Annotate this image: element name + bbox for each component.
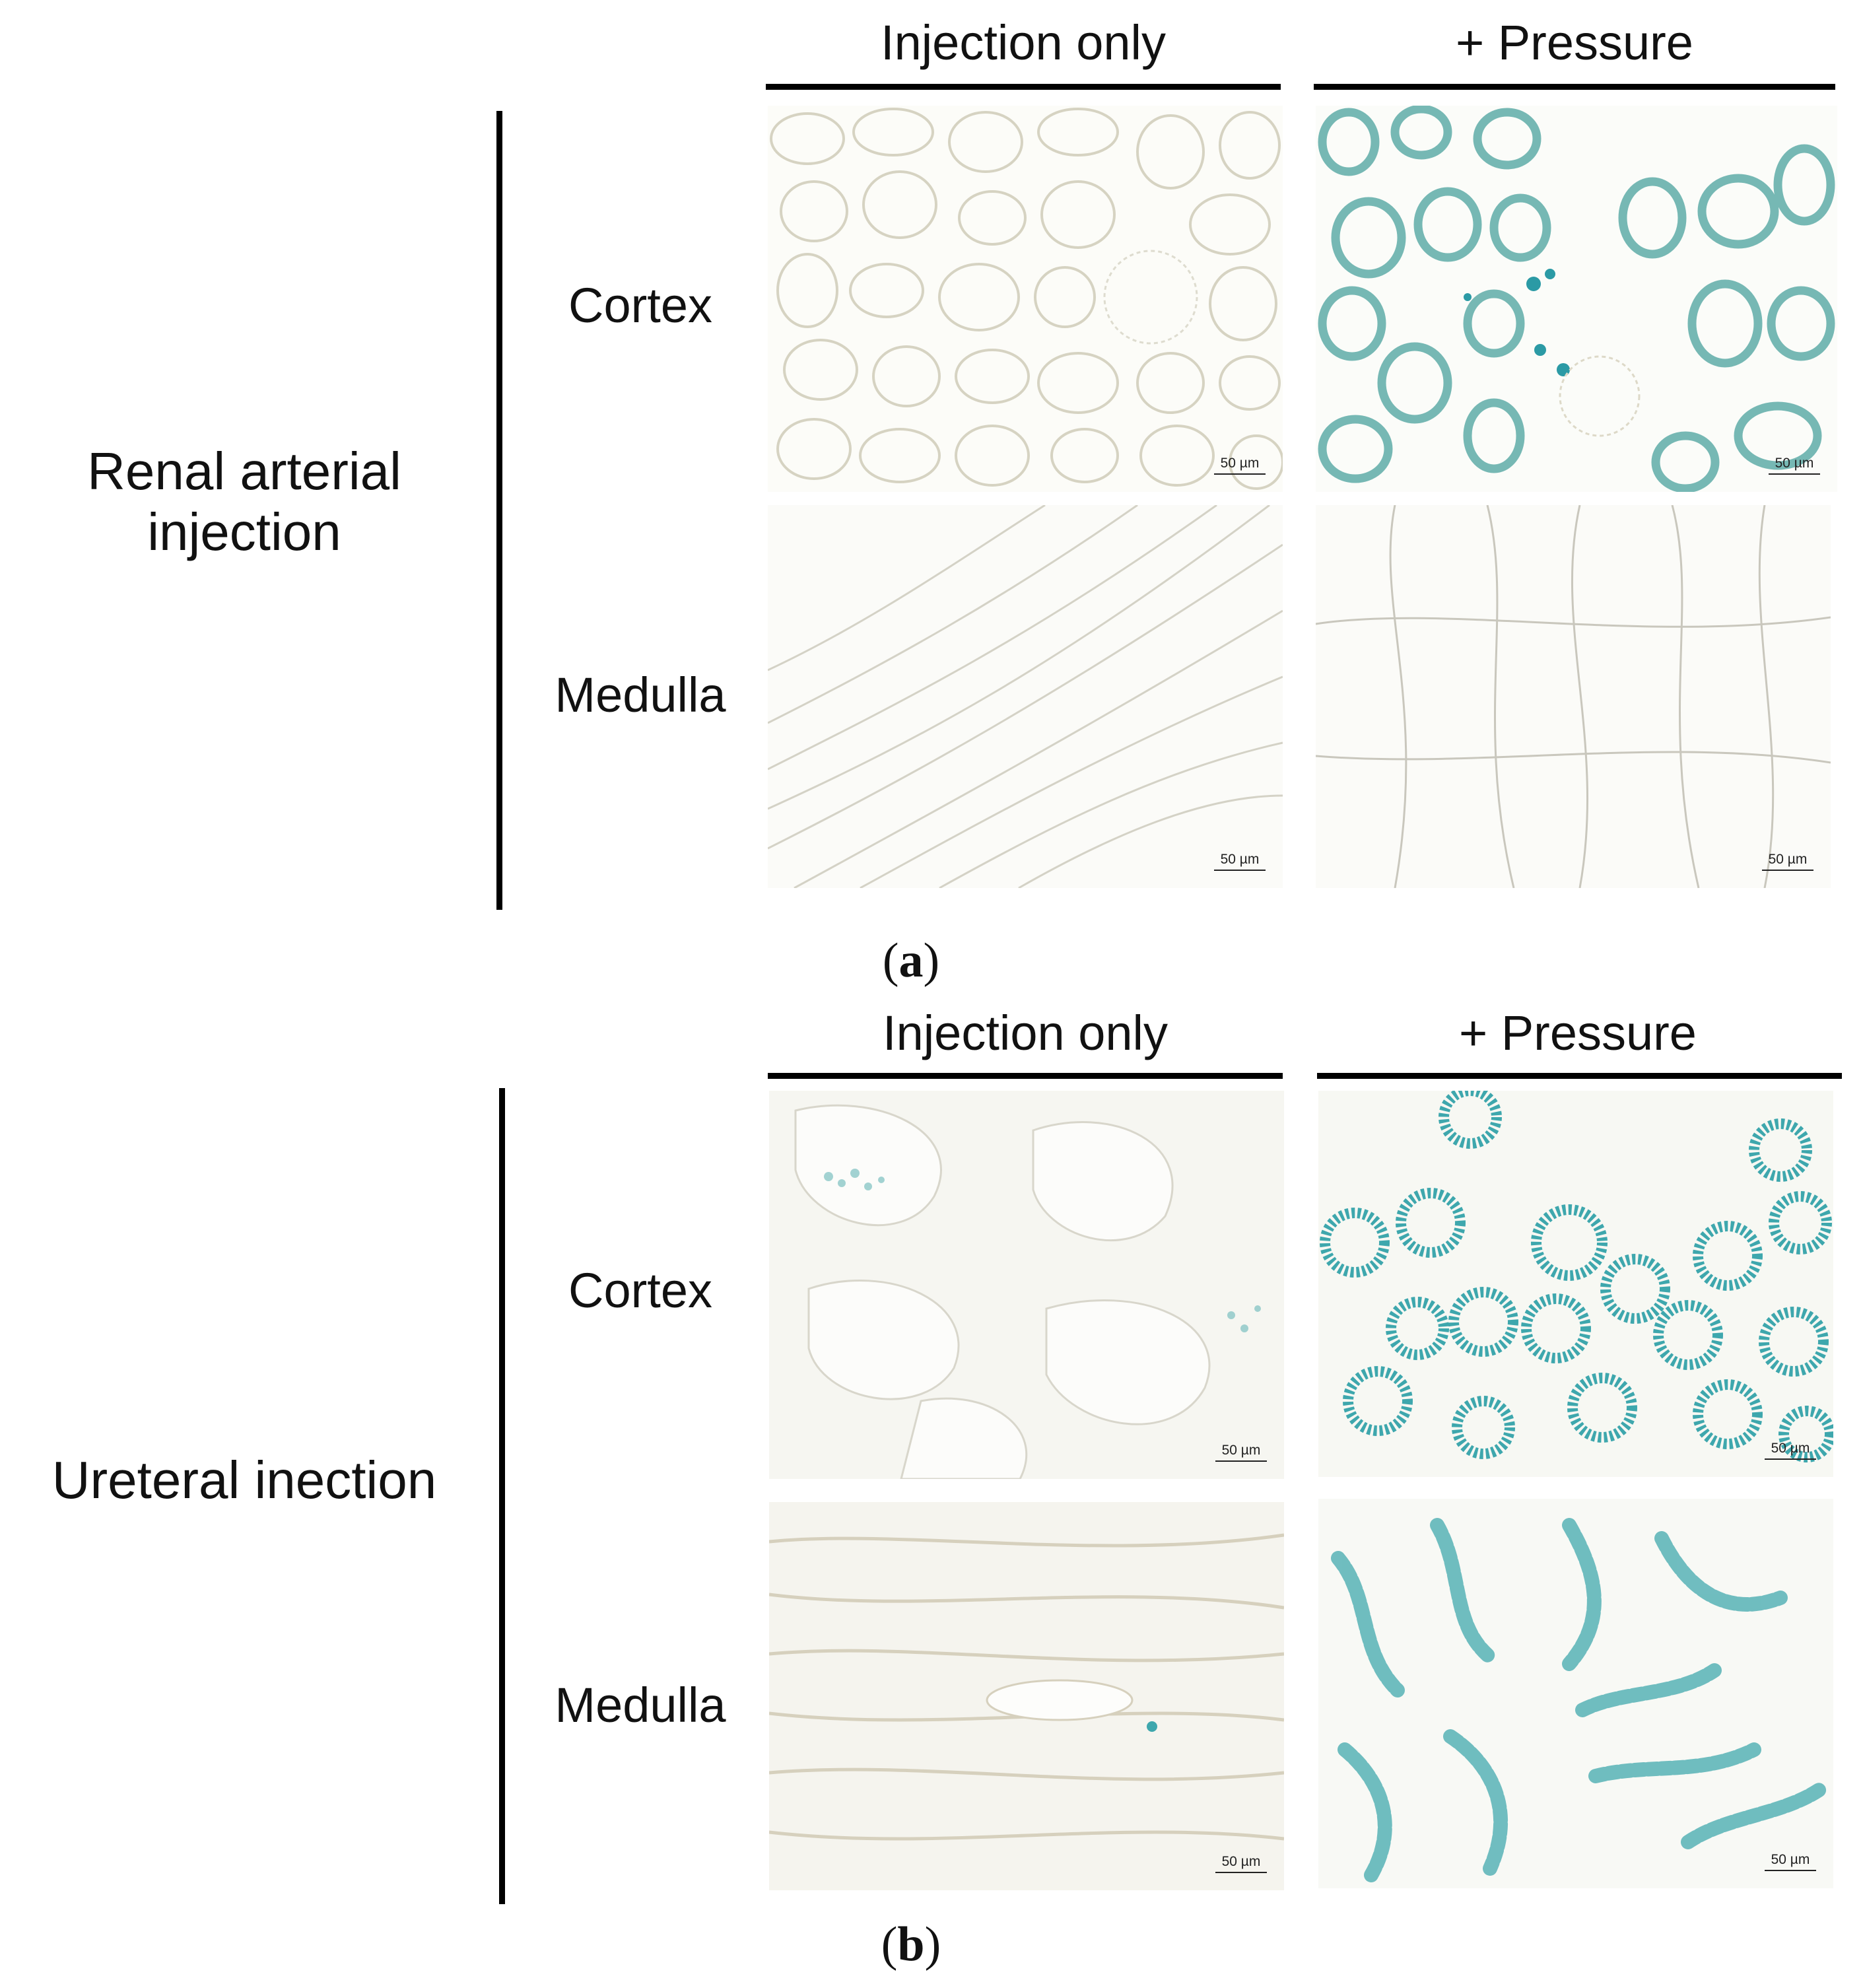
- panel-b-medulla-injection-only-micrograph: 50 µm: [769, 1502, 1284, 1890]
- panel-b-letter: (b): [881, 1917, 941, 1971]
- panel-a-letter-text: a: [898, 934, 924, 988]
- panel-a-column-rule-right: [1314, 84, 1835, 90]
- scale-bar: 50 µm: [1214, 852, 1266, 871]
- panel-b-medulla-pressure-micrograph: 50 µm: [1318, 1499, 1833, 1888]
- panel-a-group-label-line2: injection: [147, 502, 341, 561]
- panel-a-group-bracket: [496, 111, 502, 910]
- scale-bar: 50 µm: [1215, 1854, 1267, 1873]
- scale-bar-label: 50 µm: [1768, 852, 1808, 867]
- panel-b-column-header-pressure: + Pressure: [1459, 1006, 1697, 1060]
- scale-bar: 50 µm: [1214, 456, 1266, 475]
- scale-bar-label: 50 µm: [1775, 456, 1814, 471]
- scale-bar-label: 50 µm: [1771, 1852, 1810, 1867]
- panel-b-letter-text: b: [897, 1917, 925, 1971]
- scale-bar: 50 µm: [1765, 1441, 1816, 1460]
- scale-bar-label: 50 µm: [1220, 852, 1260, 867]
- tissue-cortex-stained: [1318, 1091, 1833, 1477]
- panel-a-group-label-line1: Renal arterial: [87, 442, 401, 500]
- panel-b-row-label-cortex: Cortex: [568, 1263, 712, 1318]
- panel-a-column-rule-left: [766, 84, 1281, 90]
- scale-bar: 50 µm: [1769, 456, 1820, 475]
- scale-bar-label: 50 µm: [1221, 1854, 1261, 1869]
- tissue-cortex-faint: [768, 106, 1283, 492]
- panel-a-row-label-cortex: Cortex: [568, 278, 712, 333]
- panel-b-group-bracket: [499, 1088, 505, 1904]
- panel-a-column-header-injection-only: Injection only: [881, 15, 1166, 70]
- panel-a-column-header-pressure: + Pressure: [1456, 15, 1693, 70]
- panel-a-letter: (a): [882, 934, 940, 988]
- tissue-cortex-stained: [1316, 106, 1837, 492]
- panel-a-row-label-medulla: Medulla: [555, 668, 726, 722]
- scale-bar: 50 µm: [1762, 852, 1813, 871]
- tissue-medulla-faint: [768, 505, 1283, 888]
- panel-b-group-label: Ureteral inection: [51, 1451, 437, 1509]
- tissue-medulla-faint: [1316, 505, 1831, 888]
- panel-a-medulla-injection-only-micrograph: 50 µm: [768, 505, 1283, 888]
- tissue-medulla-stained: [1318, 1499, 1833, 1888]
- panel-b-cortex-injection-only-micrograph: 50 µm: [769, 1091, 1284, 1479]
- panel-a-group-label: Renal arterial injection: [26, 441, 462, 563]
- panel-a-medulla-pressure-micrograph: 50 µm: [1316, 505, 1831, 888]
- panel-a-cortex-pressure-micrograph: 50 µm: [1316, 106, 1837, 492]
- scale-bar-label: 50 µm: [1220, 456, 1260, 471]
- scale-bar-label: 50 µm: [1771, 1441, 1810, 1456]
- panel-a-cortex-injection-only-micrograph: 50 µm: [768, 106, 1283, 492]
- panel-b-column-header-injection-only: Injection only: [883, 1006, 1168, 1060]
- tissue-medulla-faint: [769, 1502, 1284, 1890]
- panel-b-column-rule-right: [1317, 1073, 1842, 1079]
- scale-bar-label: 50 µm: [1221, 1443, 1261, 1458]
- tissue-cortex-faint: [769, 1091, 1284, 1479]
- panel-b-row-label-medulla: Medulla: [555, 1678, 726, 1732]
- panel-b-column-rule-left: [768, 1073, 1283, 1079]
- panel-b-cortex-pressure-micrograph: 50 µm: [1318, 1091, 1833, 1477]
- scale-bar: 50 µm: [1215, 1443, 1267, 1462]
- scale-bar: 50 µm: [1765, 1852, 1816, 1871]
